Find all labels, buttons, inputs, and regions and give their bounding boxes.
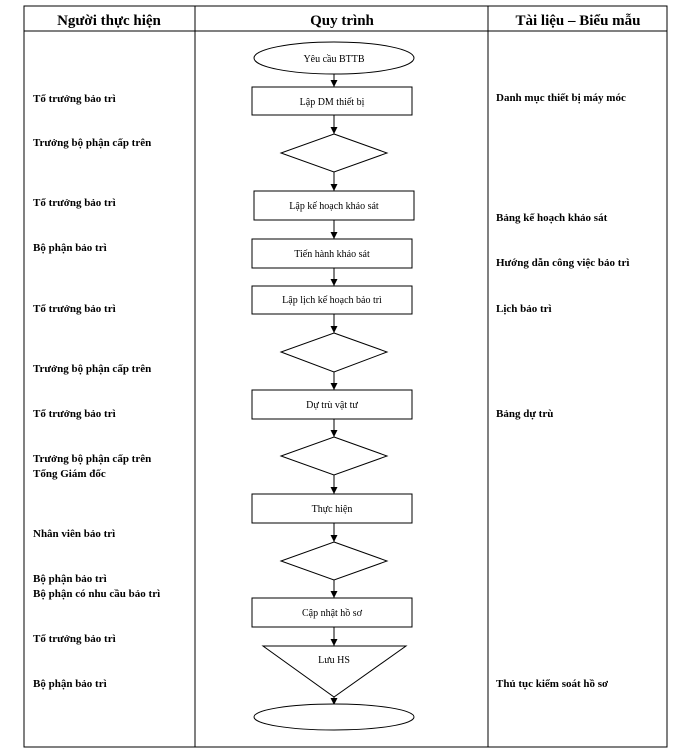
process-step-label: Cập nhật hồ sơ — [302, 608, 363, 619]
performer-label: Nhân viên bảo trì — [33, 528, 115, 540]
document-label: Thủ tục kiểm soát hồ sơ — [496, 678, 609, 690]
process-step-schedule: Lập lịch kế hoạch bảo trì — [251, 285, 413, 315]
process-step-label: Lập kế hoạch khảo sát — [289, 201, 379, 212]
header-process: Quy trình — [310, 13, 374, 29]
document-label: Danh mục thiết bị máy móc — [496, 92, 626, 104]
process-step-plan: Lập kế hoạch khảo sát — [253, 190, 415, 221]
start-node: Yêu cầu BTTB — [253, 41, 415, 75]
performer-label: Trưởng bộ phận cấp trên — [33, 363, 151, 375]
end-node — [253, 703, 415, 731]
process-step-update: Cập nhật hồ sơ — [251, 597, 413, 628]
start-node-label: Yêu cầu BTTB — [303, 54, 364, 65]
process-step-do: Thực hiện — [251, 493, 413, 524]
performer-label: Tổ trưởng bảo trì — [33, 633, 116, 645]
performer-label: Tổ trưởng bảo trì — [33, 408, 116, 420]
decision-diamond — [279, 436, 389, 476]
performer-label: Tổ trưởng bảo trì — [33, 93, 116, 105]
performer-label: Trưởng bộ phận cấp trên — [33, 453, 151, 465]
process-step-list: Lập DM thiết bị — [251, 86, 413, 116]
performer-label: Trưởng bộ phận cấp trên — [33, 137, 151, 149]
performer-label: Tổ trưởng bảo trì — [33, 197, 116, 209]
document-label: Lịch bảo trì — [496, 303, 552, 315]
storage-node-label: Lưu HS — [318, 655, 350, 666]
decision-diamond — [279, 332, 389, 373]
performer-label: Bộ phận bảo trì — [33, 242, 107, 254]
header-performer: Người thực hiện — [57, 13, 161, 29]
process-step-survey: Tiến hành khảo sát — [251, 238, 413, 269]
storage-node: Lưu HS — [261, 645, 408, 698]
performer-label: Bộ phận bảo trì — [33, 573, 107, 585]
table-grid — [23, 5, 668, 748]
process-step-budget: Dự trù vật tư — [251, 389, 413, 420]
documents-column: Danh mục thiết bị máy móc Bảng kế hoạch … — [496, 92, 629, 690]
process-step-label: Lập DM thiết bị — [300, 97, 365, 108]
document-label: Bảng dự trù — [496, 408, 553, 420]
process-step-label: Tiến hành khảo sát — [294, 249, 370, 260]
performer-label: Bộ phận có nhu cầu bảo trì — [33, 588, 160, 600]
performer-label: Tổng Giám đốc — [33, 468, 106, 480]
decision-diamond — [279, 541, 389, 581]
document-label: Hướng dẫn công việc bảo trì — [496, 257, 629, 269]
performer-label: Tổ trưởng bảo trì — [33, 303, 116, 315]
performer-label: Bộ phận bảo trì — [33, 678, 107, 690]
performer-column: Tổ trưởng bảo trì Trưởng bộ phận cấp trê… — [33, 93, 160, 690]
decision-diamond — [279, 133, 389, 173]
header-documents: Tài liệu – Biểu mẫu — [515, 13, 640, 29]
document-label: Bảng kế hoạch khảo sát — [496, 212, 608, 224]
process-step-label: Thực hiện — [312, 504, 353, 515]
process-step-label: Lập lịch kế hoạch bảo trì — [282, 295, 382, 306]
process-step-label: Dự trù vật tư — [306, 400, 358, 411]
